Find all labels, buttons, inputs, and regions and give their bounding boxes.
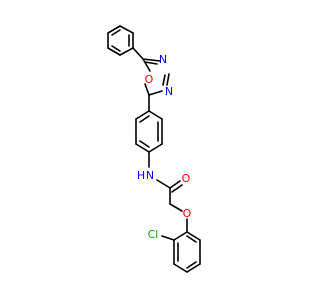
- bond: [132, 47, 144, 60]
- bond: [186, 261, 197, 269]
- bond: [142, 58, 151, 72]
- bond: [139, 140, 150, 148]
- bond: [169, 203, 183, 212]
- bond: [171, 184, 183, 193]
- chlorine-label: Cl: [148, 228, 159, 241]
- bond: [119, 47, 134, 56]
- oxadiazole-nitrogen-label-2: N: [165, 85, 173, 98]
- bond: [169, 180, 181, 189]
- atom-labels: O N N N H O O Cl: [137, 53, 192, 241]
- bond: [186, 235, 197, 243]
- bond: [142, 58, 161, 62]
- bond: [144, 61, 158, 65]
- bond: [111, 45, 121, 52]
- bond: [148, 90, 163, 96]
- bond: [173, 263, 188, 273]
- molecule-structure: O N N N H O O Cl: [107, 25, 201, 273]
- bond: [107, 25, 121, 34]
- oxadiazole-oxygen-label: O: [145, 73, 154, 86]
- ether-oxygen-label: O: [183, 207, 192, 220]
- bond: [161, 235, 175, 241]
- oxadiazole-nitrogen-label-1: N: [159, 53, 167, 66]
- bond: [156, 179, 171, 189]
- amide-nitrogen-label: N: [146, 169, 154, 182]
- bond: [107, 47, 121, 56]
- bond: [119, 25, 134, 34]
- bond: [148, 110, 163, 120]
- bond: [139, 115, 150, 123]
- amide-hydrogen-label: H: [137, 169, 145, 182]
- bond: [148, 143, 163, 153]
- bond: [162, 74, 166, 86]
- bonds: [107, 25, 201, 273]
- bond: [186, 231, 201, 241]
- bond: [144, 83, 150, 96]
- bond: [111, 29, 121, 36]
- bond: [135, 143, 150, 153]
- bond: [186, 263, 201, 273]
- carbonyl-oxygen-label: O: [182, 172, 191, 185]
- bond: [173, 231, 188, 241]
- bond: [166, 73, 170, 86]
- bond: [135, 110, 150, 120]
